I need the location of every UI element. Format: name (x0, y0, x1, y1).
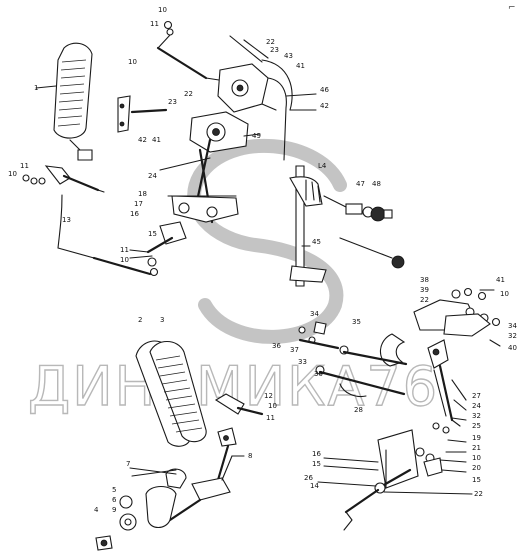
corner-mark: ⌐ (508, 3, 516, 13)
throttle-bracket (117, 95, 168, 133)
pedal-rod (214, 393, 264, 416)
accelerator-pedal-upper (35, 42, 93, 161)
label-22-right: 22 (420, 296, 429, 304)
label-22-br: 22 (474, 490, 483, 498)
label-24-right: 24 (472, 402, 481, 410)
label-10-right: 10 (500, 290, 509, 298)
right-cable-bracket (289, 165, 405, 287)
label-41-right: 41 (496, 276, 505, 284)
label-42-mid: 42 (138, 136, 147, 144)
label-22-mid: 22 (184, 90, 193, 98)
upper-linkage (156, 20, 293, 161)
label-20: 20 (472, 464, 481, 472)
label-48: 48 (372, 180, 381, 188)
label-5: 5 (112, 486, 116, 494)
label-23-top: 23 (270, 46, 279, 54)
label-36: 36 (272, 342, 281, 350)
label-16-br: 16 (312, 450, 321, 458)
label-3: 3 (160, 316, 164, 324)
label-49: 49 (252, 132, 261, 140)
label-45: 45 (312, 238, 321, 246)
label-15: 15 (148, 230, 157, 238)
label-9: 9 (112, 506, 116, 514)
label-34-right: 34 (508, 322, 517, 330)
label-24: 24 (148, 172, 157, 180)
label-39: 39 (420, 286, 429, 294)
label-43: 43 (284, 52, 293, 60)
label-11-left: 11 (20, 162, 29, 170)
leader-lines (129, 93, 467, 487)
label-10-mid: 10 (120, 256, 129, 264)
right-hook-lever (379, 333, 461, 427)
central-lever (159, 111, 249, 224)
label-4: 4 (94, 506, 99, 514)
callout-labels: 1 10 11 10 22 23 43 41 46 42 22 23 49 42… (8, 6, 517, 514)
label-11-mid: 11 (120, 246, 129, 254)
label-7: 7 (126, 460, 130, 468)
bottom-right-bracket (343, 422, 473, 531)
label-11-pedal: 11 (266, 414, 275, 422)
label-10-br: 10 (472, 454, 481, 462)
label-21: 21 (472, 444, 481, 452)
pedal-shaft (95, 427, 237, 551)
middle-linkage (298, 321, 408, 398)
right-upper-mechanism (413, 287, 501, 347)
label-10-rod: 10 (128, 58, 137, 66)
label-11-top: 11 (150, 20, 159, 28)
label-10-pedal: 10 (268, 402, 277, 410)
label-6: 6 (112, 496, 117, 504)
left-side-linkage (129, 195, 239, 259)
label-8: 8 (248, 452, 252, 460)
label-28: 28 (354, 406, 363, 414)
label-32-lower: 32 (472, 412, 481, 420)
label-17: 17 (134, 200, 143, 208)
label-42-top: 42 (320, 102, 329, 110)
label-10-left: 10 (8, 170, 17, 178)
label-25: 25 (472, 422, 481, 430)
label-19: 19 (472, 434, 481, 442)
label-27: 27 (472, 392, 481, 400)
label-34-mid: 34 (310, 310, 319, 318)
label-15-br: 15 (312, 460, 321, 468)
watermark-logo (187, 138, 347, 344)
label-35: 35 (352, 318, 361, 326)
label-L4: L4 (318, 162, 327, 170)
label-30: 30 (314, 370, 323, 378)
label-37: 37 (290, 346, 299, 354)
watermark: ДИНАМИКА76 (27, 138, 438, 419)
label-13: 13 (62, 216, 71, 224)
label-22-top: 22 (266, 38, 275, 46)
label-18: 18 (138, 190, 147, 198)
label-41-top: 41 (296, 62, 305, 70)
label-15-br2: 15 (472, 476, 481, 484)
label-12: 12 (264, 392, 273, 400)
label-33: 33 (298, 358, 307, 366)
label-16: 16 (130, 210, 139, 218)
label-32-right: 32 (508, 332, 517, 340)
label-26: 26 (304, 474, 313, 482)
label-10-top: 10 (158, 6, 167, 14)
left-cable-assembly (22, 165, 159, 277)
label-23-mid: 23 (168, 98, 177, 106)
label-40: 40 (508, 344, 517, 352)
label-41-mid: 41 (152, 136, 161, 144)
label-38: 38 (420, 276, 429, 284)
label-46: 46 (320, 86, 329, 94)
label-47: 47 (356, 180, 365, 188)
brake-clutch-pedals (135, 340, 207, 447)
label-2: 2 (138, 316, 142, 324)
label-14: 14 (310, 482, 319, 490)
label-1: 1 (34, 84, 38, 92)
